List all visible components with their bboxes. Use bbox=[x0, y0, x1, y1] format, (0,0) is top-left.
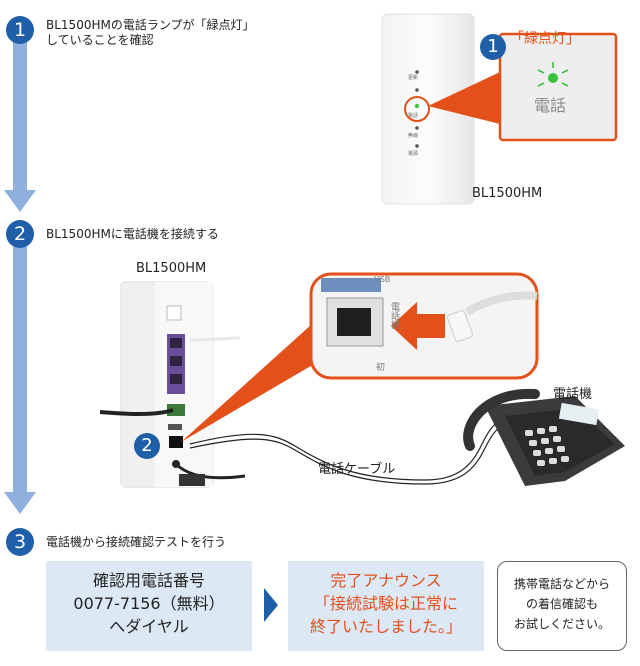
connection-illustration bbox=[99, 272, 625, 488]
device-front-illustration bbox=[381, 13, 618, 205]
phone-port-label: 電話機 bbox=[389, 302, 399, 329]
step-1-text: BL1500HMの電話ランプが「緑点灯」 していることを確認 bbox=[46, 18, 254, 48]
mobile-check-line3: お試しください。 bbox=[513, 617, 610, 631]
led-label-phone: 電話 bbox=[408, 113, 419, 119]
callout-1-title: 「緑点灯」 bbox=[510, 31, 580, 47]
step-3-text: 電話機から接続確認テストを行う bbox=[46, 535, 227, 549]
init-label: 初 bbox=[376, 363, 386, 373]
announcement-line3: 終了いたしました。」 bbox=[309, 617, 462, 636]
device-name-2: BL1500HM bbox=[136, 261, 207, 276]
step-2-badge: 2 bbox=[6, 220, 34, 248]
callout-1-led-label: 電話 bbox=[534, 96, 567, 115]
announcement-title: 完了アナウンス bbox=[330, 571, 442, 590]
mobile-check-note: 携帯電話などから の着信確認も お試しください。 bbox=[497, 561, 627, 651]
confirm-number-box: 確認用電話番号 0077-7156（無料） へダイヤル bbox=[46, 561, 252, 651]
callout-1-badge: 1 bbox=[480, 34, 506, 60]
chevron-right-icon bbox=[264, 588, 278, 622]
step-1-badge: 1 bbox=[6, 16, 34, 44]
step-2-text: BL1500HMに電話機を接続する bbox=[46, 227, 219, 241]
step-3-badge: 3 bbox=[6, 528, 34, 556]
mobile-check-line2: の着信確認も bbox=[525, 597, 598, 611]
completion-announcement-box: 完了アナウンス 「接続試験は正常に 終了いたしました。」 bbox=[288, 561, 484, 651]
phone-label: 電話機 bbox=[553, 387, 593, 402]
led-label-power: 電源 bbox=[408, 151, 419, 157]
led-label-update: 更新 bbox=[408, 75, 419, 81]
usb-label: USB bbox=[374, 275, 391, 284]
step-1-text-line2: していることを確認 bbox=[46, 33, 154, 47]
confirm-number-instruction: へダイヤル bbox=[109, 617, 189, 636]
step-1-text-line1: BL1500HMの電話ランプが「緑点灯」 bbox=[46, 18, 255, 32]
led-label-wireless: 無線 bbox=[408, 133, 419, 139]
cable-label: 電話ケーブル bbox=[318, 462, 396, 477]
mobile-check-line1: 携帯電話などから bbox=[513, 577, 610, 591]
announcement-line2: 「接続試験は正常に bbox=[313, 594, 458, 613]
flow-arrow bbox=[4, 30, 36, 514]
callout-2-badge: 2 bbox=[134, 433, 160, 459]
confirm-number-title: 確認用電話番号 bbox=[92, 571, 205, 590]
device-name-1: BL1500HM bbox=[472, 186, 543, 201]
confirm-number-value: 0077-7156（無料） bbox=[73, 594, 225, 613]
